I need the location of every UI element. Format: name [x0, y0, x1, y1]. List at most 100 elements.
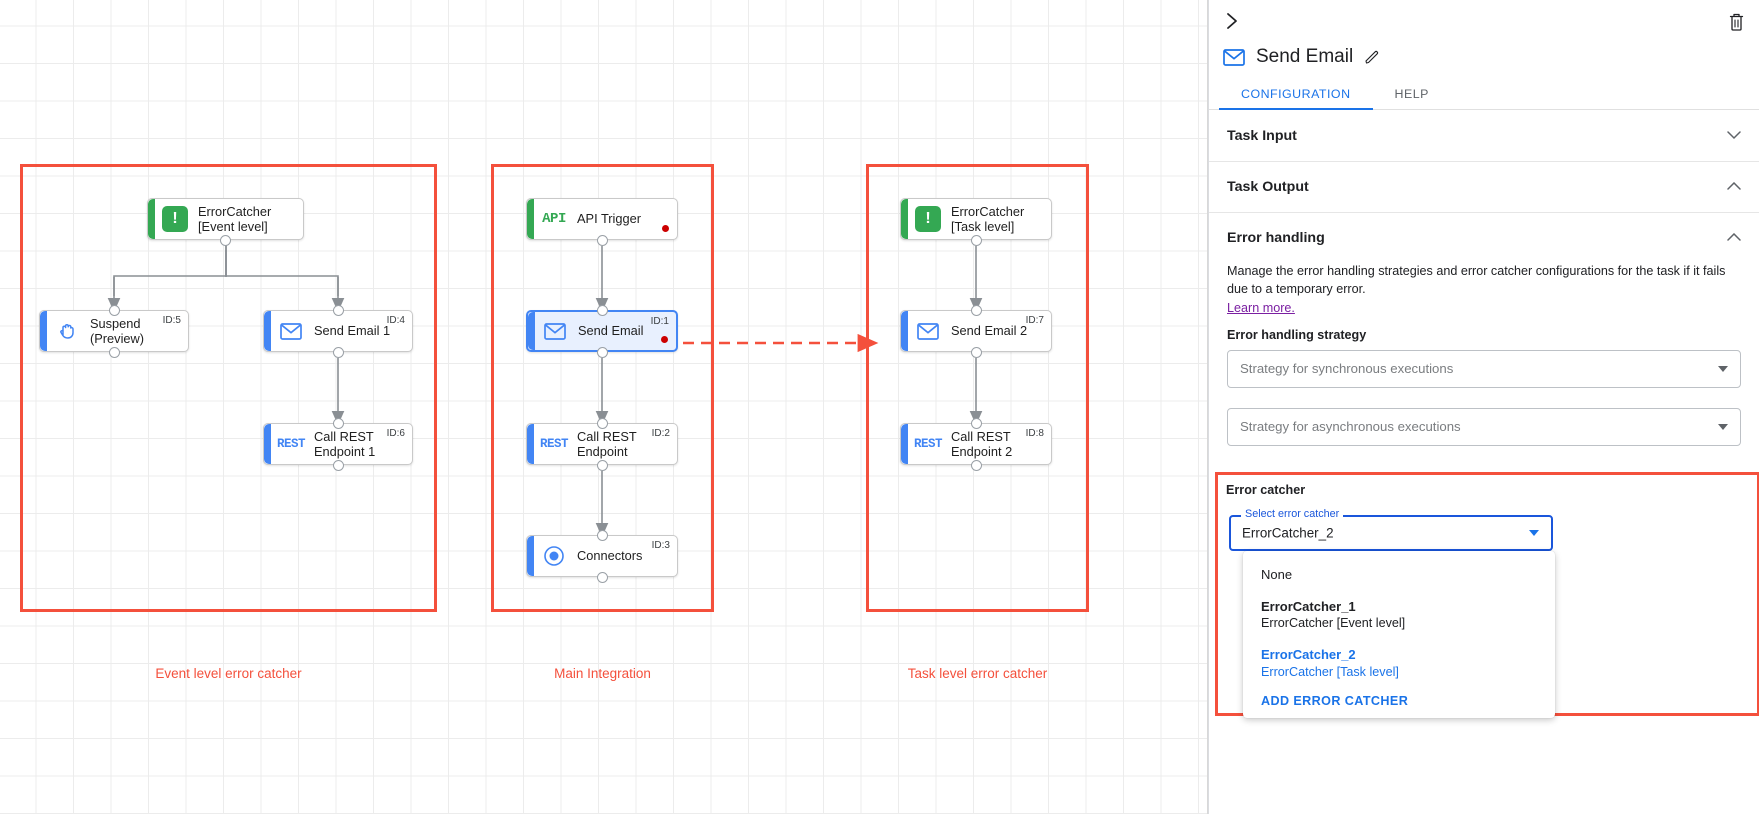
node-port-out[interactable] [596, 571, 608, 583]
panel-topbar [1209, 0, 1759, 40]
node-id-badge: ID:6 [386, 428, 405, 439]
error-catcher-icon: ! [915, 206, 941, 232]
node-error-dot [662, 225, 669, 232]
email-icon [917, 322, 939, 340]
node-port-in[interactable] [332, 417, 344, 429]
rest-icon: REST [277, 437, 306, 451]
node-id-badge: ID:1 [650, 316, 669, 327]
sync-strategy-value: Strategy for synchronous executions [1240, 361, 1454, 377]
node-accent-bar [527, 536, 534, 576]
node-port-in[interactable] [332, 304, 344, 316]
chevron-down-icon [1718, 423, 1728, 430]
dropdown-option-primary: ErrorCatcher_2 [1261, 647, 1356, 663]
node-port-in[interactable] [596, 417, 608, 429]
node-accent-bar [901, 199, 908, 239]
dropdown-option[interactable]: None [1243, 559, 1555, 591]
flow-node-rest1[interactable]: REST Call REST Endpoint 1 ID:6 [263, 423, 413, 465]
node-label: Connectors [577, 548, 643, 564]
panel-title-row: Send Email [1223, 40, 1380, 74]
node-label: Send Email 1 [314, 323, 391, 339]
flow-node-suspend[interactable]: Suspend (Preview) ID:5 [39, 310, 189, 352]
trash-icon[interactable] [1723, 8, 1749, 34]
group-caption: Main Integration [554, 666, 651, 681]
async-strategy-value: Strategy for asynchronous executions [1240, 419, 1461, 435]
node-label: Call REST Endpoint 1 [314, 428, 376, 459]
node-port-out[interactable] [332, 346, 344, 358]
select-error-catcher-value: ErrorCatcher_2 [1242, 525, 1334, 541]
node-port-out[interactable] [970, 234, 982, 246]
node-port-in[interactable] [596, 529, 608, 541]
group-frame [20, 164, 437, 612]
error-catcher-icon: ! [162, 206, 188, 232]
node-accent-bar [264, 424, 271, 464]
section-task-output: Task Output [1209, 162, 1759, 213]
node-label: ErrorCatcher [Event level] [198, 203, 272, 234]
node-port-out[interactable] [108, 346, 120, 358]
node-label: Send Email [578, 323, 644, 339]
tab-help[interactable]: HELP [1394, 87, 1429, 101]
node-port-out[interactable] [970, 459, 982, 471]
async-strategy-select[interactable]: Strategy for asynchronous executions [1227, 407, 1741, 446]
error-catcher-label: Error catcher [1226, 483, 1306, 497]
node-port-in[interactable] [596, 304, 608, 316]
chevron-down-icon[interactable] [1727, 129, 1741, 143]
node-port-in[interactable] [108, 304, 120, 316]
node-id-badge: ID:7 [1025, 315, 1044, 326]
flow-node-email[interactable]: Send Email ID:1 [526, 310, 678, 352]
learn-more-link[interactable]: Learn more. [1227, 300, 1295, 315]
section-task-input-label: Task Input [1227, 128, 1297, 144]
node-port-in[interactable] [970, 304, 982, 316]
chevron-down-icon [1718, 365, 1728, 372]
node-accent-bar [527, 424, 534, 464]
section-task-input: Task Input [1209, 111, 1759, 162]
select-error-catcher-field[interactable]: Select error catcher ErrorCatcher_2 [1229, 508, 1553, 551]
node-label: Call REST Endpoint [577, 428, 637, 459]
add-error-catcher-button[interactable]: ADD ERROR CATCHER [1261, 693, 1409, 708]
node-accent-bar [148, 199, 155, 239]
node-id-badge: ID:3 [651, 540, 670, 551]
rest-icon: REST [914, 437, 943, 451]
chevron-up-icon[interactable] [1727, 180, 1741, 194]
section-task-output-header[interactable]: Task Output [1227, 162, 1741, 212]
node-port-in[interactable] [970, 417, 982, 429]
pencil-icon[interactable] [1364, 49, 1380, 65]
node-id-badge: ID:5 [162, 315, 181, 326]
node-port-out[interactable] [220, 234, 231, 246]
node-port-out[interactable] [596, 459, 608, 471]
node-label: ErrorCatcher [Task level] [951, 203, 1025, 234]
flow-node-ec1[interactable]: ! ErrorCatcher [Event level] [147, 198, 304, 240]
node-port-out[interactable] [596, 234, 608, 246]
task-config-panel: Send Email CONFIGURATION HELP Task Input [1208, 0, 1759, 814]
chevron-right-icon[interactable] [1219, 8, 1245, 34]
sync-strategy-select[interactable]: Strategy for synchronous executions [1227, 349, 1741, 388]
error-catcher-block: Error catcher Select error catcher Error… [1215, 472, 1759, 718]
node-port-out[interactable] [332, 459, 344, 471]
chevron-up-icon[interactable] [1727, 231, 1741, 245]
group-frame [866, 164, 1089, 612]
section-task-input-header[interactable]: Task Input [1227, 111, 1741, 161]
flow-node-ec2[interactable]: ! ErrorCatcher [Task level] [900, 198, 1052, 240]
tab-configuration[interactable]: CONFIGURATION [1219, 80, 1373, 110]
error-handling-strategy-label: Error handling strategy [1227, 327, 1367, 342]
dropdown-option-secondary: ErrorCatcher [Event level] [1261, 616, 1406, 631]
chevron-down-icon [1529, 530, 1539, 536]
node-port-out[interactable] [596, 346, 608, 358]
group-caption: Task level error catcher [907, 666, 1048, 681]
node-accent-bar [264, 311, 271, 351]
node-label: Suspend (Preview) [90, 315, 145, 346]
node-accent-bar [527, 199, 534, 239]
flow-node-conn[interactable]: Connectors ID:3 [526, 535, 678, 577]
hand-suspend-icon [56, 320, 78, 342]
node-accent-bar [528, 312, 535, 350]
node-port-out[interactable] [970, 346, 982, 358]
node-id-badge: ID:8 [1025, 428, 1044, 439]
section-error-handling-header[interactable]: Error handling [1227, 213, 1741, 263]
